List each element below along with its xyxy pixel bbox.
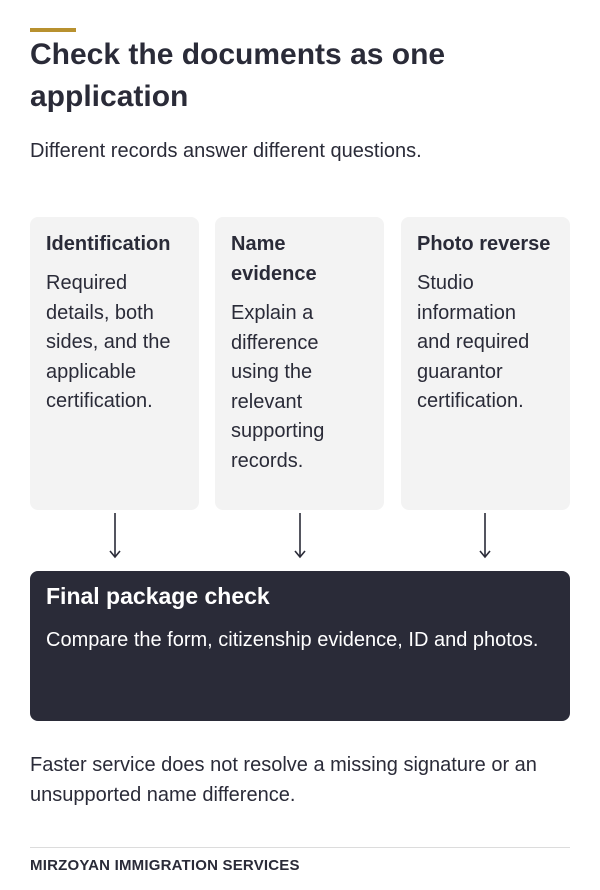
page-title: Check the documents as one application	[30, 38, 446, 113]
accent-bar	[30, 28, 76, 32]
arrow-down-icon	[109, 513, 121, 559]
card-heading: Name evidence	[231, 233, 317, 285]
final-package-check-box: Final package check Compare the form, ci…	[30, 571, 570, 721]
footer-divider	[30, 847, 570, 848]
card-body: Required details, both sides, and the ap…	[46, 272, 171, 412]
card-heading: Photo reverse	[417, 233, 551, 255]
footer-brand: MIRZOYAN IMMIGRATION SERVICES	[30, 857, 300, 874]
card-name-evidence: Name evidence Explain a difference using…	[215, 217, 384, 510]
document-cards: Identification Required details, both si…	[30, 217, 570, 510]
card-heading: Identification	[46, 233, 171, 255]
card-body: Explain a difference using the relevant …	[231, 302, 325, 472]
page-subtitle: Different records answer different quest…	[30, 140, 422, 162]
arrow-down-icon	[479, 513, 491, 559]
note-text: Faster service does not resolve a missin…	[30, 754, 537, 806]
card-identification: Identification Required details, both si…	[30, 217, 199, 510]
arrow-down-icon	[294, 513, 306, 559]
final-box-body: Compare the form, citizenship evidence, …	[46, 629, 539, 651]
card-body: Studio information and required guaranto…	[417, 272, 530, 412]
final-box-heading: Final package check	[46, 583, 270, 609]
card-photo-reverse: Photo reverse Studio information and req…	[401, 217, 570, 510]
